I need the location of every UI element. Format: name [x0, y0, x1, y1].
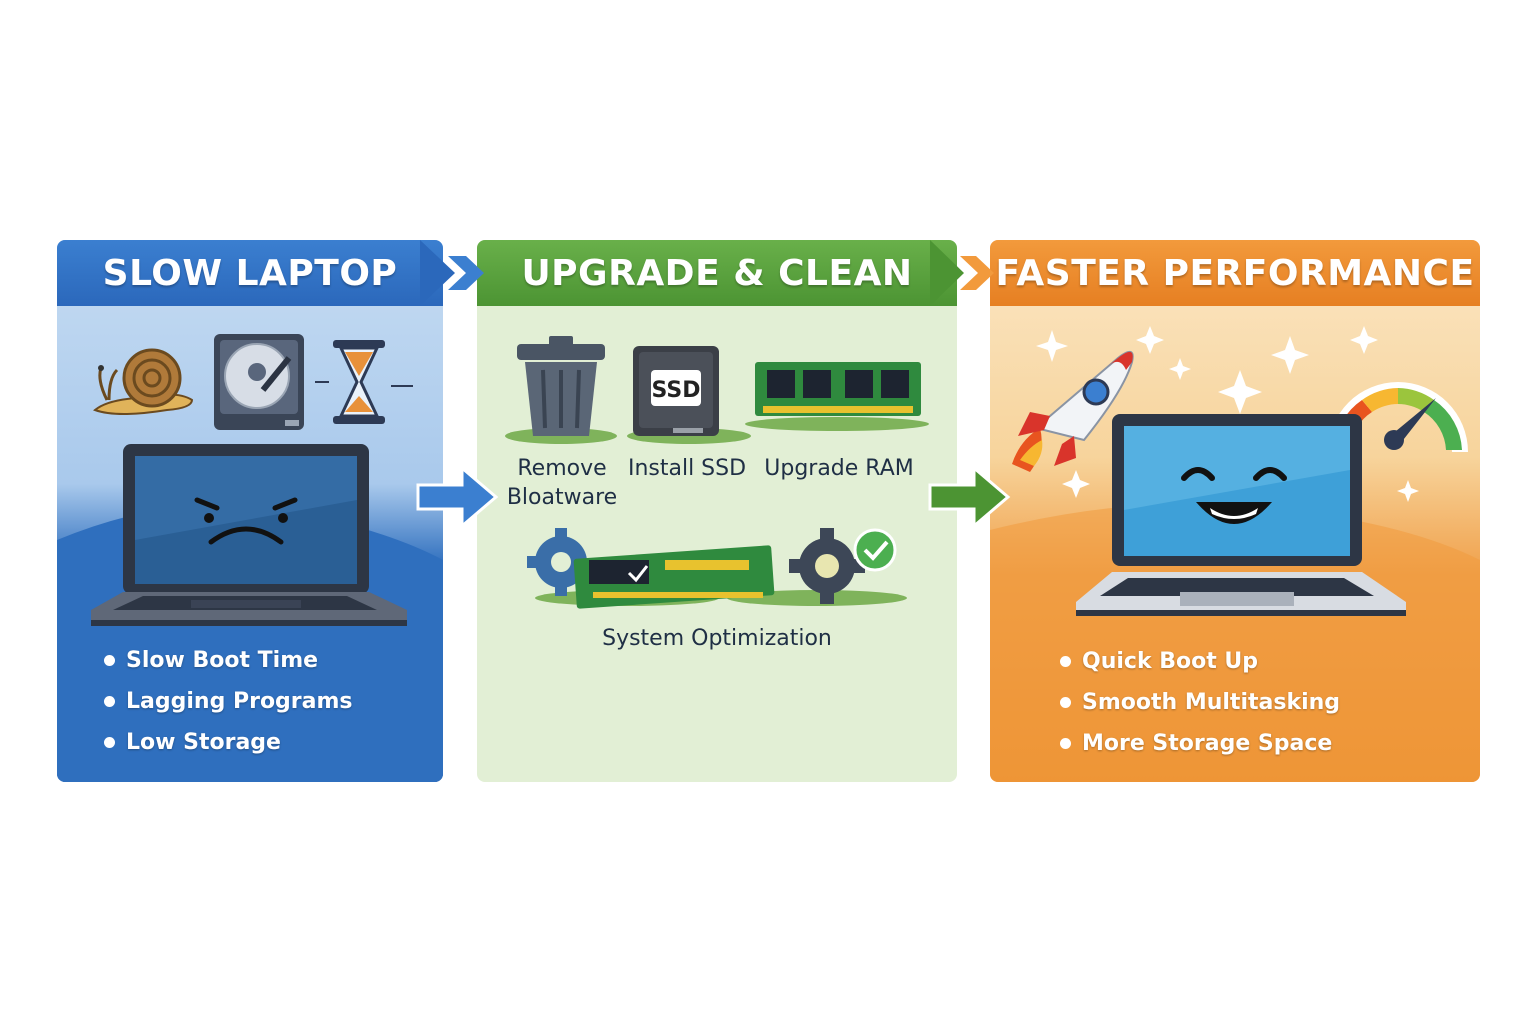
chevron-right-icon [960, 256, 994, 290]
panel-slow-laptop: SLOW LAPTOP [57, 240, 443, 782]
hourglass-icon [315, 340, 413, 424]
list-item-label: Quick Boot Up [1082, 649, 1259, 674]
list-item: Quick Boot Up [1060, 641, 1340, 682]
ssd-icon: SSD [627, 346, 751, 444]
list-item-label: Slow Boot Time [126, 648, 319, 673]
panel-1-illustration [57, 334, 443, 782]
panel-title: UPGRADE & CLEAN [477, 240, 957, 306]
panel-faster-performance: FASTER PERFORMANCE [990, 240, 1480, 782]
list-item-label: More Storage Space [1082, 731, 1333, 756]
hard-drive-icon [214, 334, 304, 430]
rocket-icon [1012, 351, 1134, 472]
sad-laptop-icon [91, 444, 407, 626]
panel-title: FASTER PERFORMANCE [990, 240, 1480, 306]
trash-can-icon [505, 336, 617, 444]
list-item-label: Smooth Multitasking [1082, 690, 1341, 715]
bullet-list: Slow Boot Time Lagging Programs Low Stor… [104, 640, 353, 763]
system-optimization-label: System Optimization [602, 626, 832, 651]
happy-laptop-icon [1076, 414, 1406, 616]
list-item: Lagging Programs [104, 681, 353, 722]
step-upgrade-ram: Upgrade RAM [764, 456, 914, 481]
list-item: Smooth Multitasking [1060, 682, 1340, 723]
list-item: More Storage Space [1060, 723, 1340, 764]
optimization-illustration [527, 528, 907, 609]
panel-title: SLOW LAPTOP [57, 240, 443, 306]
sparkle-icon [1036, 326, 1419, 502]
list-item-label: Low Storage [126, 730, 281, 755]
panel-2-illustration: SSD [505, 336, 929, 609]
snail-icon [93, 348, 194, 415]
step-remove-bloatware: Remove Bloatware [506, 456, 618, 510]
list-item: Low Storage [104, 722, 353, 763]
checkmark-icon [853, 528, 897, 572]
ram-module-icon [745, 362, 929, 431]
bullet-list: Quick Boot Up Smooth Multitasking More S… [1060, 641, 1340, 764]
ssd-label: SSD [652, 378, 701, 403]
list-item-label: Lagging Programs [126, 689, 353, 714]
step-install-ssd: Install SSD [627, 456, 747, 481]
list-item: Slow Boot Time [104, 640, 353, 681]
panel-upgrade-clean: UPGRADE & CLEAN SSD [477, 240, 957, 782]
gear-icon [527, 528, 587, 596]
panel-3-illustration [990, 326, 1480, 782]
